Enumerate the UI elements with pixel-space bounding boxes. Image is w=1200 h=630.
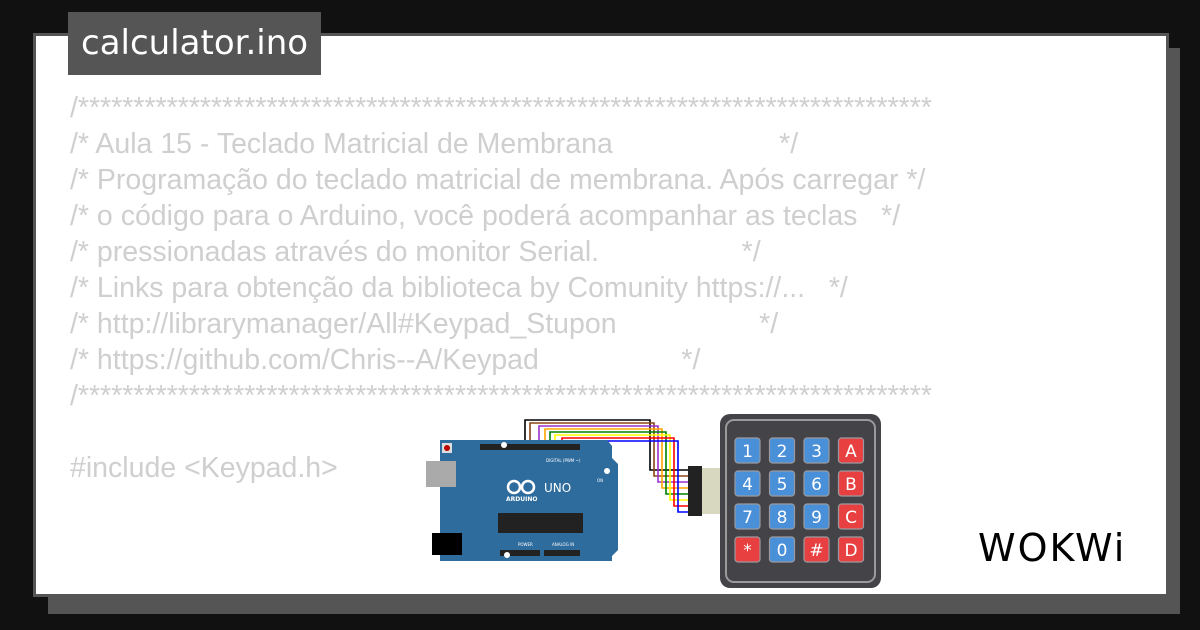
key-label: #	[809, 541, 823, 561]
code-line: /* Programação do teclado matricial de m…	[70, 164, 926, 196]
reset-button	[444, 445, 450, 451]
key-label: 1	[742, 442, 753, 462]
key-D[interactable]: D	[837, 536, 865, 563]
key-label: 8	[777, 508, 788, 528]
key-label: 3	[811, 442, 822, 462]
key-3[interactable]: 3	[803, 437, 830, 464]
on-label: ON	[597, 478, 603, 483]
digital-label: DIGITAL (PWM ~)	[546, 458, 581, 463]
key-8[interactable]: 8	[768, 503, 796, 530]
keypad[interactable]: 1 2 3 A 4 5 6 B 7 8 9 C * 0 # D	[720, 414, 881, 588]
key-6[interactable]: 6	[803, 470, 830, 497]
code-listing: /***************************************…	[70, 90, 932, 486]
key-0[interactable]: 0	[768, 536, 796, 563]
key-9[interactable]: 9	[803, 503, 830, 530]
code-line: /* https://github.com/Chris--A/Keypad */	[70, 344, 701, 376]
key-C[interactable]: C	[837, 503, 865, 530]
key-B[interactable]: B	[837, 470, 865, 497]
code-line: #include <Keypad.h>	[70, 452, 338, 484]
wire[interactable]	[538, 425, 688, 483]
key-4[interactable]: 4	[734, 470, 761, 497]
key-label: 2	[777, 442, 788, 462]
key-label: 5	[777, 475, 788, 495]
key-label: 7	[742, 508, 753, 528]
power-label: POWER	[518, 542, 533, 547]
key-2[interactable]: 2	[768, 437, 796, 464]
key-label: C	[845, 508, 857, 528]
power-jack	[432, 533, 462, 555]
code-line: /***************************************…	[70, 92, 932, 124]
wokwi-logo: WOKWi	[978, 526, 1127, 570]
code-line: /***************************************…	[70, 380, 932, 412]
arduino-logo-icon	[506, 479, 522, 495]
key-*[interactable]: *	[734, 536, 761, 563]
file-title: calculator.ino	[68, 12, 322, 75]
key-5[interactable]: 5	[768, 470, 796, 497]
wire[interactable]	[554, 434, 688, 501]
uno-label: UNO	[544, 481, 571, 495]
key-label: *	[743, 541, 752, 561]
key-label: D	[844, 541, 857, 561]
key-label: 9	[811, 508, 822, 528]
digital-header	[480, 444, 580, 450]
usb-port	[426, 461, 456, 487]
arduino-brand: ARDUINO	[506, 496, 537, 503]
code-line: /* http://librarymanager/All#Keypad_Stup…	[70, 308, 779, 340]
key-1[interactable]: 1	[734, 437, 761, 464]
power-header	[500, 550, 540, 556]
wires	[524, 419, 688, 513]
key-7[interactable]: 7	[734, 503, 761, 530]
code-line: /* pressionadas através do monitor Seria…	[70, 236, 761, 268]
key-label: 4	[742, 475, 753, 495]
arduino-uno[interactable]: UNO ARDUINO DIGITAL (PWM ~) POWER ANALOG…	[426, 440, 618, 561]
key-label: A	[845, 442, 857, 462]
code-line: /* o código para o Arduino, você poderá …	[70, 200, 901, 232]
key-label: 0	[777, 541, 788, 561]
key-A[interactable]: A	[837, 437, 865, 464]
analog-label: ANALOG IN	[552, 542, 574, 547]
code-line: /* Aula 15 - Teclado Matricial de Membra…	[70, 128, 799, 160]
key-#[interactable]: #	[803, 536, 830, 563]
microcontroller-chip	[498, 513, 583, 533]
code-panel: /***************************************…	[33, 33, 1169, 597]
keypad-connector	[688, 466, 720, 516]
code-line: /* Links para obtenção da biblioteca by …	[70, 272, 848, 304]
analog-header	[544, 550, 580, 556]
key-label: 6	[811, 475, 822, 495]
key-label: B	[845, 475, 857, 495]
